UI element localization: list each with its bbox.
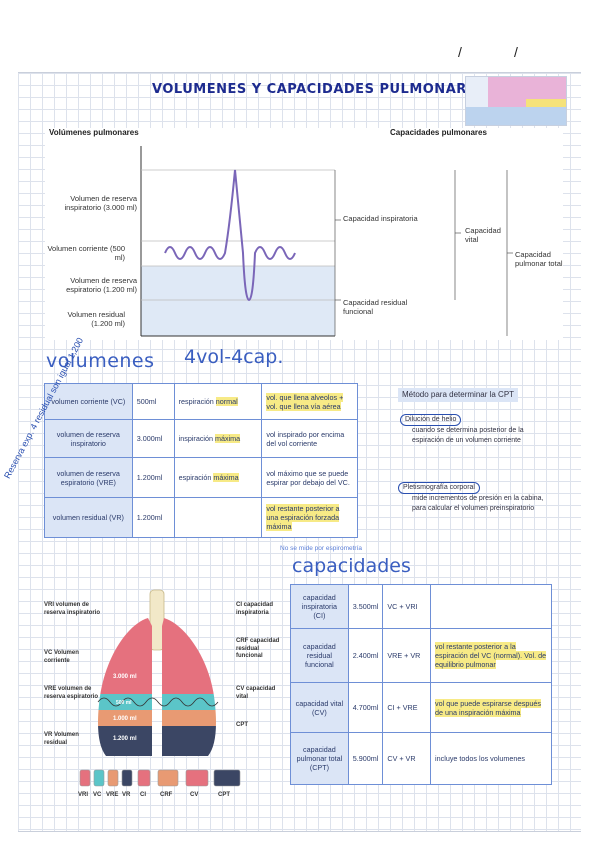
bottom-label: CPT <box>218 792 230 798</box>
label-vre: Volumen de reserva espiratorio (1.200 ml… <box>66 276 137 295</box>
lung-label-vc: VC Volumen corriente <box>44 650 79 664</box>
bottom-label: VC <box>93 792 102 798</box>
bottom-label: CV <box>190 792 199 798</box>
bottom-label: VRE <box>106 792 119 798</box>
label-cv: Capacidad vital <box>465 226 501 245</box>
cap-ml: 4.700ml <box>347 682 384 733</box>
vol-name: volumen de reserva inspiratorio <box>44 419 133 458</box>
vol-def: vol inspirado por encima del vol corrien… <box>261 419 358 458</box>
vol-name: volumen residual (VR) <box>44 497 133 538</box>
method-name: Pletismografía corporal <box>398 482 480 495</box>
method-item: Dilución de helio cuando se determina po… <box>400 414 548 446</box>
label-vr: Volumen residual (1.200 ml) <box>67 310 125 329</box>
vol-def: vol restante posterior a una espiración … <box>261 497 358 538</box>
cap-formula: CV + VR <box>382 732 432 785</box>
table-row: volumen residual (VR) 1.200ml vol restan… <box>44 497 358 538</box>
cap-def <box>430 584 552 629</box>
lung-label-ci: CI capacidad inspiratoria <box>236 602 274 616</box>
table-row: capacidad residual funcional 2.400ml VRE… <box>290 628 552 683</box>
table-row: volumen de reserva espiratorio (VRE) 1.2… <box>44 457 358 498</box>
method-item: Pletismografía corporal mide incrementos… <box>398 482 548 514</box>
lungs-svg <box>79 589 241 787</box>
no-se-mide-note: No se mide por espirometría <box>280 545 363 552</box>
lung-value: 3.000 ml <box>113 674 137 680</box>
vol-ml: 1.200ml <box>131 457 175 498</box>
cap-def: vol que puede espirarse después de una i… <box>430 682 552 733</box>
vol-ml: 3.000ml <box>131 419 175 458</box>
lung-value: 1.000 ml <box>113 716 137 722</box>
lung-label-cv: CV capacidad vital <box>236 686 276 700</box>
lung-label-vr: VR Volumen residual <box>44 732 79 746</box>
method-text: mide incrementos de presión en la cabina… <box>412 495 544 513</box>
table-row: volumen corriente (VC) 500ml respiración… <box>44 383 358 420</box>
table-row: capacidad inspiratoria (CI) 3.500ml VC +… <box>290 584 552 629</box>
spirometry-graph <box>140 146 513 337</box>
diagram-right-header: Capacidades pulmonares <box>390 128 487 137</box>
lung-illustration: VRI volumen de reserva inspiratorio VC V… <box>40 586 280 806</box>
vol-desc: inspiración máxima <box>173 419 263 458</box>
spirometry-diagram: Volúmenes pulmonares Capacidades pulmona… <box>45 128 563 340</box>
vol-ml: 1.200ml <box>131 497 175 538</box>
lung-value: 500 ml <box>116 700 132 706</box>
vol-desc: respiración normal <box>173 383 263 420</box>
method-title: Método para determinar la CPT <box>398 388 519 402</box>
label-vc: Volumen corriente (500 ml) <box>47 244 125 263</box>
label-cpt: Capacidad pulmonar total <box>515 250 563 269</box>
cap-name: capacidad pulmonar total (CPT) <box>290 732 349 785</box>
vol-def: vol máximo que se puede espirar por deba… <box>261 457 358 498</box>
thumbnail-image <box>465 76 567 126</box>
page-title: VOLUMENES Y CAPACIDADES PULMONARES <box>152 82 487 97</box>
cap-ml: 2.400ml <box>347 628 384 683</box>
cap-ml: 5.900ml <box>347 732 384 785</box>
lung-label-cpt: CPT <box>236 722 248 728</box>
lung-label-vri: VRI volumen de reserva inspiratorio <box>44 602 101 616</box>
vol-def: vol. que llena alveolos + vol. que llena… <box>261 383 358 420</box>
vol-ml: 500ml <box>131 383 175 420</box>
table-row: capacidad pulmonar total (CPT) 5.900ml C… <box>290 732 552 785</box>
lung-value: 1.200 ml <box>113 736 137 742</box>
label-vri: Volumen de reserva inspiratorio (3.000 m… <box>64 194 137 213</box>
bottom-label: VRI <box>78 792 89 798</box>
capacities-table: capacidad inspiratoria (CI) 3.500ml VC +… <box>290 584 552 785</box>
table-row: volumen de reserva inspiratorio 3.000ml … <box>44 419 358 458</box>
volumes-table: volumen corriente (VC) 500ml respiración… <box>44 383 358 538</box>
label-crf: Capacidad residual funcional <box>343 298 408 317</box>
vol-desc <box>173 497 263 538</box>
date-slash: / <box>458 44 462 60</box>
cap-def: vol restante posterior a la espiración d… <box>430 628 552 683</box>
method-text: cuando se determina posterior de la espi… <box>412 427 524 445</box>
label-ci: Capacidad inspiratoria <box>343 214 418 223</box>
vol-desc: espiración máxima <box>173 457 263 498</box>
cap-name: capacidad residual funcional <box>290 628 349 683</box>
lung-label-crf: CRF capacidad residual funcional <box>236 638 280 659</box>
diagram-left-header: Volúmenes pulmonares <box>49 128 139 137</box>
cap-def: incluye todos los volumenes <box>430 732 552 785</box>
cap-ml: 3.500ml <box>347 584 384 629</box>
method-name: Dilución de helio <box>400 414 462 427</box>
cap-formula: VC + VRI <box>382 584 432 629</box>
heading-count: 4vol-4cap. <box>184 346 284 368</box>
bottom-label: VR <box>122 792 131 798</box>
cap-name: capacidad inspiratoria (CI) <box>290 584 349 629</box>
heading-capacidades: capacidades <box>292 555 411 577</box>
date-slash: / <box>514 44 518 60</box>
vol-name: volumen de reserva espiratorio (VRE) <box>44 457 133 498</box>
cap-formula: VRE + VR <box>382 628 432 683</box>
heading-volumenes: volumenes <box>46 350 155 372</box>
cap-name: capacidad vital (CV) <box>290 682 349 733</box>
bottom-label: CI <box>140 792 146 798</box>
table-row: capacidad vital (CV) 4.700ml CI + VRE vo… <box>290 682 552 733</box>
bottom-label: CRF <box>160 792 173 798</box>
vol-name: volumen corriente (VC) <box>44 383 133 420</box>
cap-formula: CI + VRE <box>382 682 432 733</box>
lung-label-vre: VRE volumen de reserva espiratorio <box>44 686 99 700</box>
